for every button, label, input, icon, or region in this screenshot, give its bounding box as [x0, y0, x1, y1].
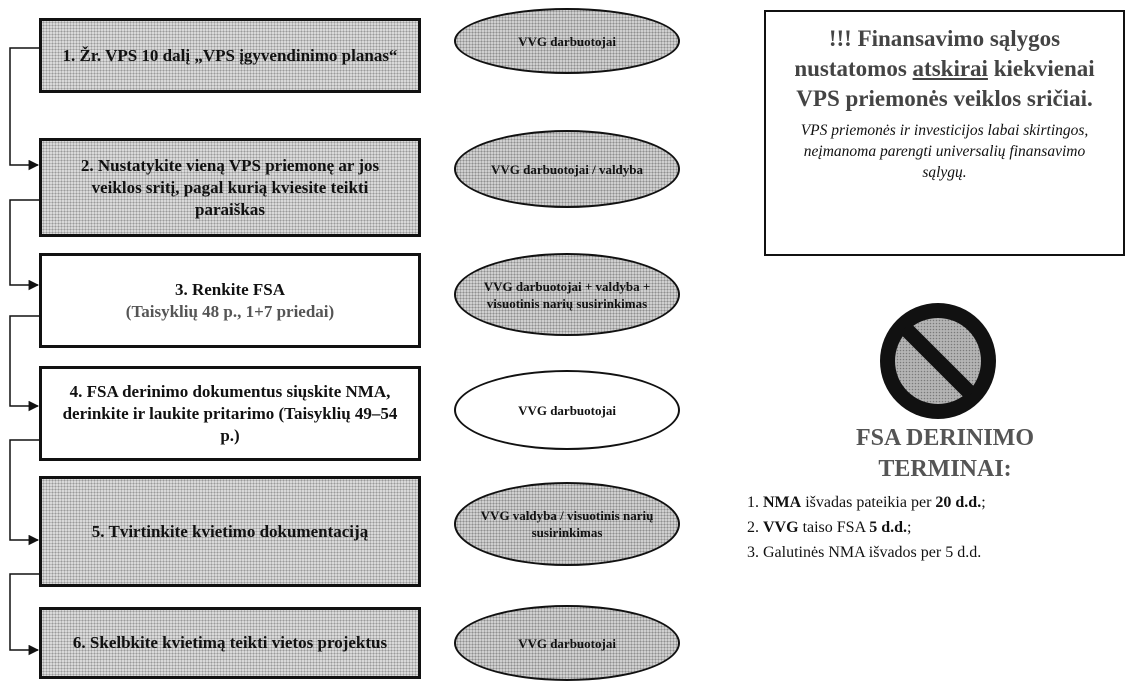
no-entry-sign-icon: [880, 303, 996, 419]
deadlines-list: 1. NMA išvadas pateikia per 20 d.d.; 2. …: [747, 490, 1132, 565]
step-6-box: 6. Skelbkite kvietimą teikti vietos proj…: [39, 607, 421, 679]
step-5-text: 5. Tvirtinkite kvietimo dokumentaciją: [91, 521, 369, 541]
actor-5-oval: VVG valdyba / visuotinis narių susirinki…: [454, 482, 680, 566]
note-title: !!! Finansavimo sąlygos nustatomos atski…: [794, 26, 1095, 111]
step-4-text: 4. FSA derinimo dokumentus siųskite NMA,…: [62, 381, 398, 445]
actor-6-text: VVG darbuotojai: [518, 635, 616, 651]
actor-4-text: VVG darbuotojai: [518, 402, 616, 418]
actor-2-oval: VVG darbuotojai / valdyba: [454, 130, 680, 208]
deadlines-title: FSA DERINIMO TERMINAI:: [855, 425, 1035, 482]
step-3-box: 3. Renkite FSA (Taisyklių 48 p., 1+7 pri…: [39, 253, 421, 348]
connector-2-3: [9, 199, 40, 291]
step-5-box: 5. Tvirtinkite kvietimo dokumentaciją: [39, 476, 421, 587]
deadline-item-1: 1. NMA išvadas pateikia per 20 d.d.;: [747, 494, 986, 511]
actor-3-text: VVG darbuotojai + valdyba + visuotinis n…: [483, 278, 651, 311]
actor-1-oval: VVG darbuotojai: [454, 8, 680, 74]
deadline-item-2: 2. VVG taiso FSA 5 d.d.;: [747, 519, 912, 536]
deadline-item-3: 3. Galutinės NMA išvados per 5 d.d.: [747, 544, 982, 561]
step-3-title: 3. Renkite FSA: [174, 279, 286, 299]
actor-4-oval: VVG darbuotojai: [454, 370, 680, 450]
step-4-box: 4. FSA derinimo dokumentus siųskite NMA,…: [39, 366, 421, 461]
step-2-box: 2. Nustatykite vieną VPS priemonę ar jos…: [39, 138, 421, 237]
step-1-text: 1. Žr. VPS 10 dalį „VPS įgyvendinimo pla…: [62, 45, 398, 65]
connector-3-4: [9, 315, 40, 412]
step-6-text: 6. Skelbkite kvietimą teikti vietos proj…: [72, 633, 388, 652]
actor-6-oval: VVG darbuotojai: [454, 605, 680, 681]
funding-conditions-note: !!! Finansavimo sąlygos nustatomos atski…: [764, 10, 1125, 256]
flow-connectors: [9, 47, 40, 656]
note-explanation: VPS priemonės ir investicijos labai skir…: [800, 122, 1089, 181]
step-2-text: 2. Nustatykite vieną VPS priemonę ar jos…: [80, 155, 380, 219]
connector-4-5: [9, 439, 40, 546]
actor-2-text: VVG darbuotojai / valdyba: [490, 161, 644, 177]
actor-1-text: VVG darbuotojai: [518, 33, 616, 49]
step-1-box: 1. Žr. VPS 10 dalį „VPS įgyvendinimo pla…: [39, 18, 421, 93]
note-title-emphasis: atskirai: [912, 56, 988, 81]
actor-3-oval: VVG darbuotojai + valdyba + visuotinis n…: [454, 253, 680, 336]
step-3-reference: (Taisyklių 48 p., 1+7 priedai): [125, 301, 335, 321]
connector-5-6: [9, 573, 40, 656]
actor-5-text: VVG valdyba / visuotinis narių susirinki…: [480, 508, 654, 540]
connector-1-2: [9, 47, 40, 171]
